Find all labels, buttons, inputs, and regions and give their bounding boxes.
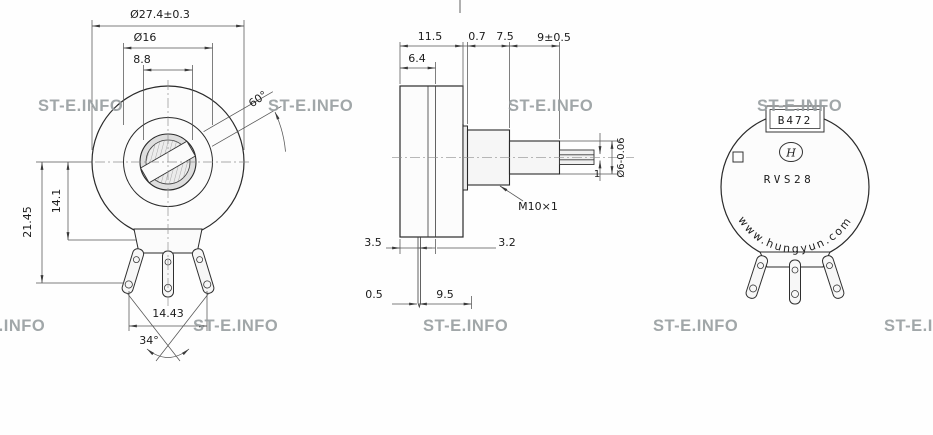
watermark: ST-E.INFO xyxy=(193,317,278,335)
back-code-box-inner xyxy=(769,109,821,129)
back-code-label: B472 xyxy=(778,114,813,127)
side-shaft xyxy=(508,140,561,175)
back-body xyxy=(720,112,870,262)
side-dim-pin-offset-right: 3.2 xyxy=(498,236,516,249)
back-logo-ellipse xyxy=(779,142,803,162)
front-dim-inner-diameter: Ø16 xyxy=(134,31,157,44)
watermark: ST-E.INFO xyxy=(508,97,593,115)
front-shaft-slot xyxy=(140,91,282,185)
side-dim-bushing-length: 7.5 xyxy=(496,30,514,43)
back-code-box-outer xyxy=(765,105,825,133)
side-dim-inner-depth: 6.4 xyxy=(408,52,426,65)
side-dim-shaft-diameter: Ø6-0.06 xyxy=(615,137,627,177)
terminal-lug-left xyxy=(121,248,145,294)
side-dim-pin-width: 0.5 xyxy=(365,288,383,301)
watermark: ST-E.INFO xyxy=(0,317,45,335)
back-terminal-lug-left xyxy=(745,255,769,299)
back-view: B472 H RVS28 www.hungyun.com xyxy=(720,105,870,305)
watermark: ST-E.INFO xyxy=(268,97,353,115)
side-thread-spec: M10×1 xyxy=(518,200,558,213)
side-washer xyxy=(462,125,468,191)
back-terminal-lug-center xyxy=(789,259,801,305)
front-dim-slot-angle: 60° xyxy=(246,88,269,110)
front-dim-height-total: 21.45 xyxy=(21,206,34,238)
side-pcb-pin xyxy=(417,237,421,309)
side-view: 11.5 0.7 7.5 9±0.5 6.4 M10×1 Ø6-0.06 1 3… xyxy=(364,30,634,309)
watermark: ST-E.INFO xyxy=(757,97,842,115)
front-dim-height-upper: 14.1 xyxy=(50,189,63,214)
watermark: ST-E.INFO xyxy=(423,317,508,335)
watermark: ST-E.INFO xyxy=(884,317,933,335)
front-dim-slot-width: 8.8 xyxy=(133,53,151,66)
back-terminal-lug-right xyxy=(821,255,845,299)
back-square-mark xyxy=(732,151,744,163)
front-dim-outer-diameter: Ø27.4±0.3 xyxy=(130,8,190,21)
side-dim-pin-length: 9.5 xyxy=(436,288,454,301)
side-dim-pin-offset-left: 3.5 xyxy=(364,236,382,249)
terminal-lug-right xyxy=(191,248,215,294)
back-model-label: RVS28 xyxy=(764,173,815,186)
side-body xyxy=(399,85,464,238)
watermark: ST-E.INFO xyxy=(653,317,738,335)
watermarks: ST-E.INFO ST-E.INFO ST-E.INFO ST-E.INFO … xyxy=(0,97,933,335)
front-dim-pin-angle: 34° xyxy=(139,334,159,347)
side-dim-washer: 0.7 xyxy=(468,30,486,43)
side-dimensions: 11.5 0.7 7.5 9±0.5 6.4 M10×1 Ø6-0.06 1 3… xyxy=(364,30,627,309)
watermark: ST-E.INFO xyxy=(38,97,123,115)
back-logo-letter: H xyxy=(785,147,796,160)
side-dim-slot-height: 1 xyxy=(594,169,600,180)
side-dim-shaft-length: 9±0.5 xyxy=(537,31,571,44)
front-dim-pin-spacing: 14.43 xyxy=(152,307,184,320)
side-dim-body-depth: 11.5 xyxy=(418,30,443,43)
front-view: Ø27.4±0.3 Ø16 8.8 60° 21.45 14.1 14.43 xyxy=(21,8,286,362)
